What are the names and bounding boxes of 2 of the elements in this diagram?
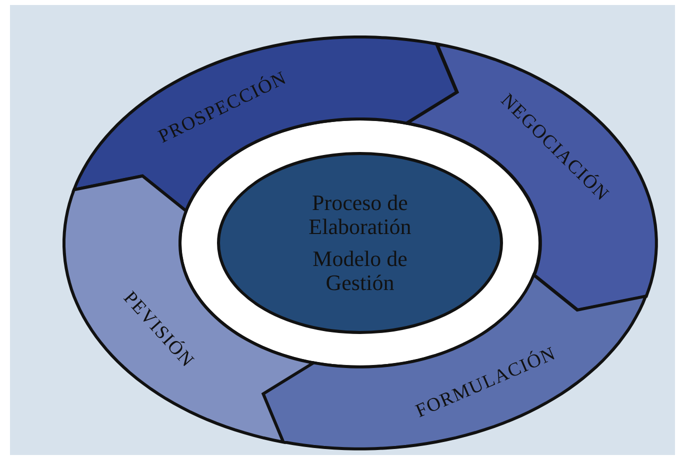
- center-text: Modelo de Gestión: [312, 247, 408, 295]
- center-text: Proceso de Elaboratión: [308, 191, 412, 239]
